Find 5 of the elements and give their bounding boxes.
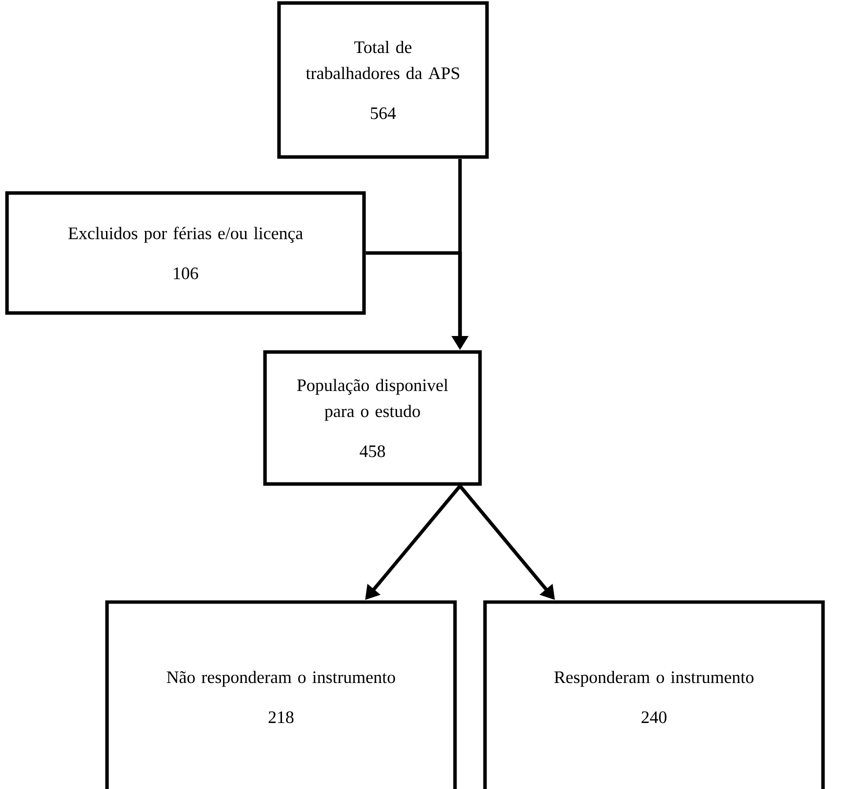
process-box: Não responderam o instrumento 218	[105, 600, 457, 789]
process-box: Excluidos por férias e/ou licença 106	[5, 191, 366, 315]
process-box: Responderam o instrumento 240	[483, 600, 825, 789]
process-box: Total de trabalhadores da APS 564	[277, 1, 489, 159]
process-box: População disponivel para o estudo 458	[263, 350, 482, 486]
